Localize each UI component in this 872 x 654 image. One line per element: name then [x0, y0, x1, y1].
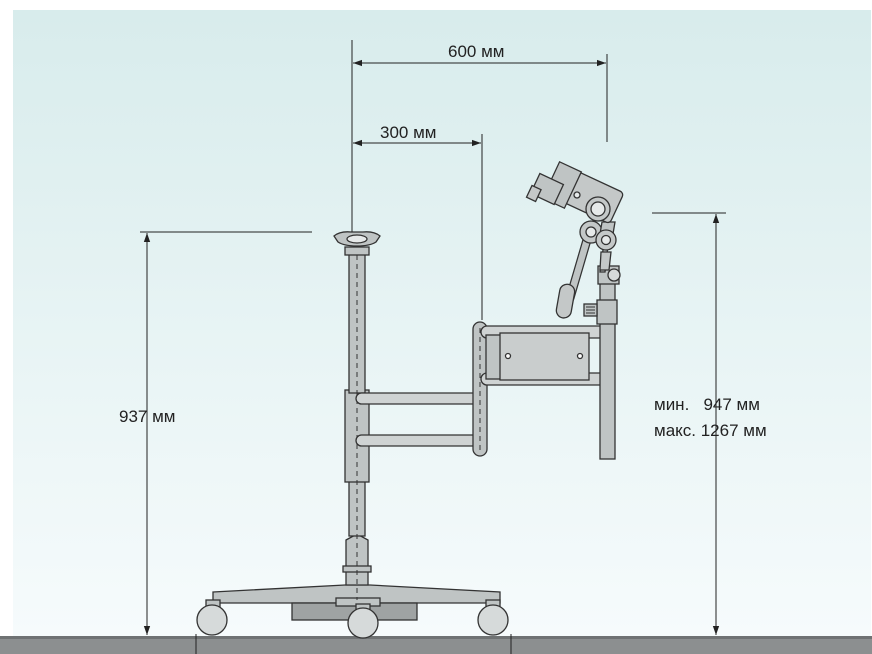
label-height-max: макс. 1267 мм: [654, 421, 767, 440]
dimension-lines: [140, 40, 726, 635]
caster-center: [347, 603, 379, 639]
label-left-height: 937 мм: [119, 407, 176, 426]
main-column: [342, 246, 372, 600]
column-top-handle: [333, 231, 381, 247]
label-height-min: мин. 947 мм: [654, 395, 760, 414]
caster-right: [477, 599, 509, 636]
caster-left: [196, 599, 228, 636]
footprint-ticks: [195, 634, 512, 654]
articulated-arm: [355, 321, 610, 457]
label-arm-reach: 300 мм: [380, 123, 437, 142]
background-panel: [13, 10, 871, 638]
right-post: [583, 265, 621, 460]
microscope-head: [525, 160, 624, 319]
label-top-reach: 600 мм: [448, 42, 505, 61]
floor: [0, 636, 872, 654]
